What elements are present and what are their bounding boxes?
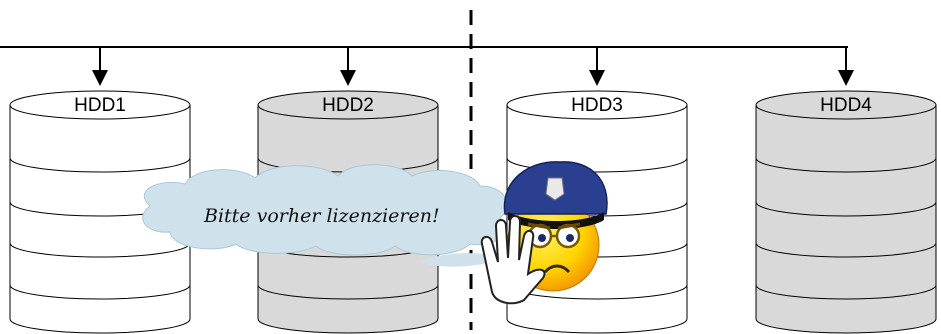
disk-platter-line	[9, 284, 191, 300]
eyebrow-left	[527, 222, 551, 230]
disk-label: HDD4	[820, 95, 872, 116]
bubble-text: Bitte vorher lizenzieren!	[203, 205, 440, 227]
disk-label: HDD3	[571, 95, 623, 116]
cloud-tail-dot	[484, 219, 492, 225]
disk-top	[9, 90, 191, 120]
arrow-down-icon	[838, 70, 854, 86]
disk-platter-line	[257, 284, 439, 300]
cap-badge	[545, 177, 565, 201]
cloud-shape	[142, 164, 508, 256]
disk-body	[9, 104, 191, 334]
disk-hdd1: HDD1	[9, 90, 191, 334]
speech-bubble: Bitte vorher lizenzieren!	[142, 164, 508, 267]
disk-top	[506, 90, 688, 120]
police-smiley-icon	[480, 161, 608, 305]
disk-body	[755, 104, 937, 334]
arrow-down-icon	[589, 70, 605, 86]
disk-top	[257, 90, 439, 120]
disk-top	[755, 90, 937, 120]
connector-lines	[0, 46, 854, 86]
eyebrow-right	[557, 222, 581, 230]
disk-hdd4: HDD4	[755, 90, 937, 334]
disk-platter-line	[9, 242, 191, 258]
eye-right	[566, 234, 574, 242]
disk-platter-line	[506, 157, 688, 173]
disk-platter-line	[755, 284, 937, 300]
disk-platter-line	[755, 157, 937, 173]
disk-platter-line	[9, 157, 191, 173]
arrow-down-icon	[92, 70, 108, 86]
disk-platter-line	[755, 242, 937, 258]
disk-platter-line	[755, 201, 937, 217]
frown-mouth	[543, 264, 571, 274]
stop-hand	[480, 215, 546, 305]
eye-left	[538, 234, 546, 242]
arrow-down-icon	[340, 70, 356, 86]
disk-label: HDD2	[322, 95, 374, 116]
disk-label: HDD1	[74, 95, 126, 116]
